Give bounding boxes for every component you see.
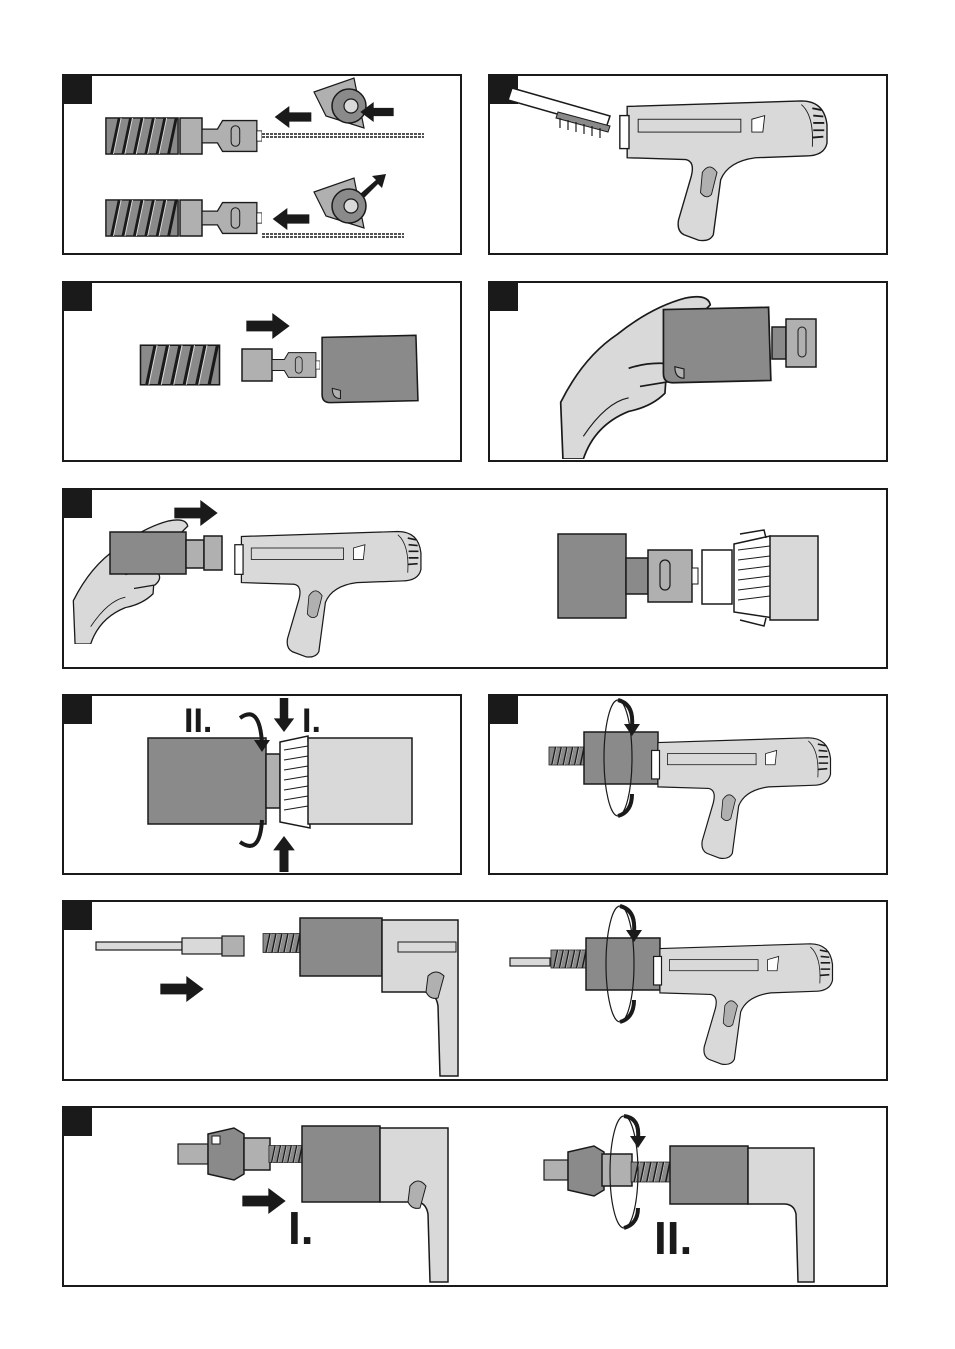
guide-housing: [670, 1146, 748, 1204]
fastener-guide: [178, 1128, 270, 1180]
panel-3-insert-piston-guide: [62, 281, 462, 462]
arrow-down-icon: [274, 698, 294, 732]
arrow-right-icon: [242, 1188, 285, 1214]
panel-1-illustration: [64, 76, 460, 253]
fastener-guide-rotated: [544, 1146, 632, 1196]
panel-2-clean-tool-with-wire-brush: [488, 74, 888, 255]
panel-9-fit-fastener-guide: I. II.: [62, 1106, 888, 1287]
fastening-tool-body: [235, 532, 421, 658]
arrow-up-icon: [273, 836, 295, 872]
step-label-I: I.: [302, 702, 321, 740]
guide-housing: [302, 1126, 380, 1202]
panel-8-illustration: [64, 902, 886, 1079]
tool-barrel: [308, 738, 412, 824]
panel-6-lock-coupling-sleeve: II. I.: [62, 694, 462, 875]
guide-housing-in-hand: [110, 532, 222, 574]
arrow-right-icon: [246, 313, 289, 339]
arrow-diagonal-icon: [360, 174, 386, 198]
guide-housing: [584, 732, 658, 784]
rotate-arrow-icon: [624, 1116, 638, 1138]
arrow-left-icon: [275, 106, 312, 128]
guide-housing: [322, 335, 418, 402]
piston-rod: [96, 936, 244, 956]
panel-3-illustration: [64, 283, 460, 460]
panel-8-insert-piston: [62, 900, 888, 1081]
fastening-tool-body: [620, 101, 827, 241]
piston-guide-top: [106, 118, 424, 154]
nozzle-end-view-top: [314, 78, 366, 128]
panel-6-illustration: II. I.: [64, 696, 460, 873]
rotate-arrow-icon: [618, 700, 632, 726]
fastening-tool-body: [652, 738, 831, 859]
arrow-left-icon: [273, 208, 310, 230]
rotate-arrow-icon: [620, 906, 634, 932]
detail-guide-coupling: [558, 530, 818, 626]
panel-4-hold-guide-housing: [488, 281, 888, 462]
wire-brush: [508, 88, 610, 138]
panel-7-illustration: [490, 696, 886, 873]
panel-2-illustration: [490, 76, 886, 253]
guide-housing: [663, 307, 770, 382]
guide-nozzle: [772, 319, 816, 367]
panel-5-mount-guide-on-tool: [62, 488, 888, 669]
piston-guide-spring: [140, 345, 219, 385]
panel-5-illustration: [64, 490, 886, 667]
step-label-II: II.: [184, 702, 212, 740]
panel-1-clean-nozzle-with-brush: [62, 74, 462, 255]
fastening-tool-body: [748, 1148, 814, 1282]
guide-housing: [586, 938, 660, 990]
panel-9-illustration: I. II.: [64, 1108, 886, 1285]
guide-housing: [148, 738, 266, 824]
step-label-II: II.: [654, 1212, 692, 1264]
arrow-right-icon: [160, 976, 203, 1002]
fastening-tool-body: [654, 944, 833, 1065]
step-label-I: I.: [288, 1202, 314, 1254]
nozzle-end-view-bottom: [314, 178, 366, 228]
panel-7-rotate-guide-on-tool: [488, 694, 888, 875]
panel-4-illustration: [490, 283, 886, 460]
guide-housing: [300, 918, 382, 976]
fastening-tool-body: [382, 920, 458, 1076]
